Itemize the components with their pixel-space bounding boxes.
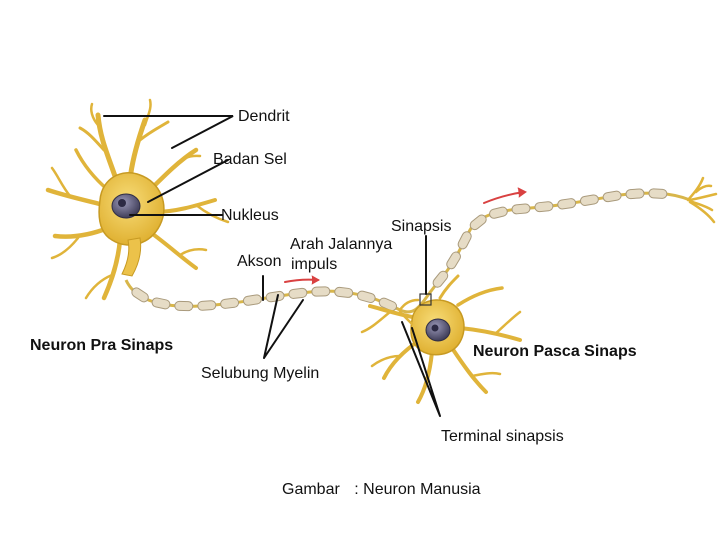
myelin-segment — [534, 201, 554, 213]
myelin-segment — [469, 214, 487, 231]
axon-hillock — [121, 237, 142, 277]
label-arah-line2: impuls — [291, 256, 338, 273]
myelin-segment — [131, 287, 149, 303]
label-badan-sel: Badan Sel — [213, 151, 287, 168]
label-sinapsis: Sinapsis — [391, 218, 452, 235]
post-neuron-nucleus — [425, 318, 451, 342]
myelin-segment — [242, 294, 262, 306]
pre-neuron-dendrites — [45, 98, 230, 301]
myelin-sheath — [131, 188, 668, 312]
myelin-segment — [432, 270, 449, 288]
impulse-arrow-icon — [284, 275, 321, 285]
impulse-arrow-icon-2 — [483, 187, 527, 204]
myelin-segment — [334, 286, 354, 298]
myelin-segment — [648, 188, 668, 199]
myelin-segment — [288, 287, 308, 299]
label-nukleus: Nukleus — [221, 207, 279, 224]
synaptic-terminal-branches — [398, 298, 420, 326]
label-neuron-pra: Neuron Pra Sinaps — [30, 337, 174, 354]
caption-prefix: Gambar — [282, 481, 340, 498]
figure-caption: Gambar : Neuron Manusia — [282, 482, 481, 498]
myelin-segment — [511, 203, 531, 215]
myelin-segment — [311, 286, 331, 297]
myelin-segment — [579, 194, 599, 206]
label-akson: Akson — [237, 253, 282, 270]
myelin-segment — [457, 231, 472, 250]
axon-core — [124, 191, 691, 314]
label-neuron-pasca: Neuron Pasca Sinaps — [473, 343, 637, 360]
myelin-segment — [151, 297, 171, 310]
myelin-segment — [625, 188, 645, 200]
leader-dendrit — [103, 115, 234, 149]
myelin-segment — [197, 300, 217, 311]
pre-neuron-nucleus — [111, 193, 141, 219]
leader-selubung — [263, 294, 304, 359]
myelin-segment — [446, 251, 461, 270]
myelin-segment — [489, 206, 508, 219]
post-neuron-dendrites — [360, 274, 522, 404]
label-selubung: Selubung Myelin — [201, 365, 320, 382]
myelin-segment — [602, 190, 622, 203]
myelin-segment — [557, 198, 577, 210]
label-arah-line1: Arah Jalannya — [290, 236, 393, 253]
caption-title: Neuron Manusia — [363, 481, 481, 498]
myelin-segment — [265, 290, 285, 303]
leader-lines — [103, 115, 441, 417]
myelin-segment — [220, 297, 240, 309]
myelin-segment — [174, 300, 194, 312]
leader-terminal — [401, 321, 441, 417]
leader-badan-sel — [147, 159, 229, 203]
axon-terminal-branches — [686, 176, 718, 224]
pre-neuron-nucleolus — [118, 199, 126, 207]
label-dendrit: Dendrit — [238, 108, 290, 125]
myelin-segment — [356, 290, 376, 303]
label-terminal: Terminal sinapsis — [441, 428, 564, 445]
post-neuron-nucleolus — [431, 324, 439, 332]
caption-separator: : — [354, 481, 359, 498]
